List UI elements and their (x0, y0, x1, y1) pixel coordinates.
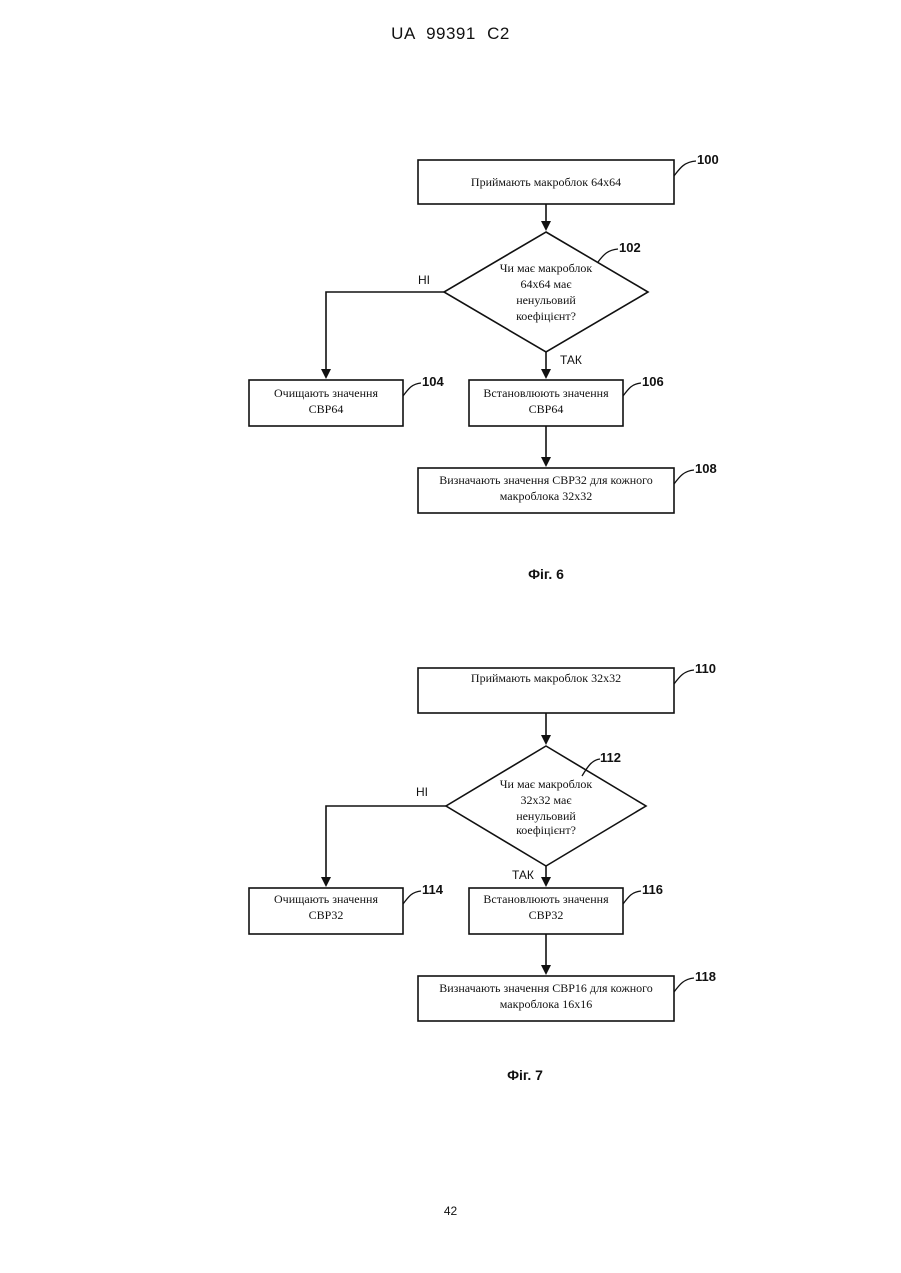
label-no-6: НІ (418, 273, 430, 287)
ref-104: 104 (422, 374, 444, 389)
decision-112-line3: ненульовий (516, 809, 576, 823)
leader-104 (403, 383, 421, 396)
figure-6: Приймають макроблок 64x64 100 Чи має мак… (249, 152, 719, 582)
decision-102-line2: 64x64 має (521, 277, 572, 291)
decision-102-line3: ненульовий (516, 293, 576, 307)
leader-100 (674, 161, 696, 176)
decision-102-line1: Чи має макроблок (500, 261, 593, 275)
ref-100: 100 (697, 152, 719, 167)
box-104-line2: CBP64 (309, 402, 344, 416)
box-118-line1: Визначають значення CBP16 для кожного (439, 981, 653, 995)
caption-fig-6: Фіг. 6 (528, 566, 564, 582)
leader-114 (403, 891, 421, 904)
ref-112: 112 (600, 750, 621, 765)
label-yes-6: ТАК (560, 353, 582, 367)
box-116-line2: CBP32 (529, 908, 564, 922)
box-108-line2: макроблока 32x32 (500, 489, 592, 503)
box-104-line1: Очищають значення (274, 386, 378, 400)
ref-102: 102 (619, 240, 641, 255)
ref-106: 106 (642, 374, 664, 389)
leader-110 (674, 670, 694, 684)
leader-116 (623, 891, 641, 904)
decision-112-line1: Чи має макроблок (500, 777, 593, 791)
decision-112-line2: 32x32 має (521, 793, 572, 807)
arrow-102-104 (326, 292, 444, 377)
box-118-line2: макроблока 16x16 (500, 997, 592, 1011)
decision-102-line4: коефіцієнт? (516, 309, 576, 323)
page-number: 42 (0, 1204, 901, 1218)
ref-116: 116 (642, 882, 663, 897)
arrow-112-114 (326, 806, 446, 885)
box-100-text: Приймають макроблок 64x64 (471, 175, 621, 189)
box-108-line1: Визначають значення CBP32 для кожного (439, 473, 653, 487)
ref-108: 108 (695, 461, 717, 476)
leader-118 (674, 978, 694, 992)
leader-102 (598, 249, 618, 262)
box-106-line2: CBP64 (529, 402, 564, 416)
box-110-text: Приймають макроблок 32x32 (471, 671, 621, 685)
box-106-line1: Встановлюють значення (483, 386, 609, 400)
ref-110: 110 (695, 661, 716, 676)
ref-118: 118 (695, 969, 716, 984)
ref-114: 114 (422, 882, 444, 897)
leader-108 (674, 470, 694, 484)
figure-7: Приймають макроблок 32x32 110 Чи має мак… (249, 661, 716, 1083)
decision-112-line4: коефіцієнт? (516, 823, 576, 837)
box-114-line1: Очищають значення (274, 892, 378, 906)
box-116-line1: Встановлюють значення (483, 892, 609, 906)
leader-106 (623, 383, 641, 396)
label-no-7: НІ (416, 785, 428, 799)
decision-102 (444, 232, 648, 352)
caption-fig-7: Фіг. 7 (507, 1067, 543, 1083)
box-114-line2: CBP32 (309, 908, 344, 922)
label-yes-7: ТАК (512, 868, 534, 882)
